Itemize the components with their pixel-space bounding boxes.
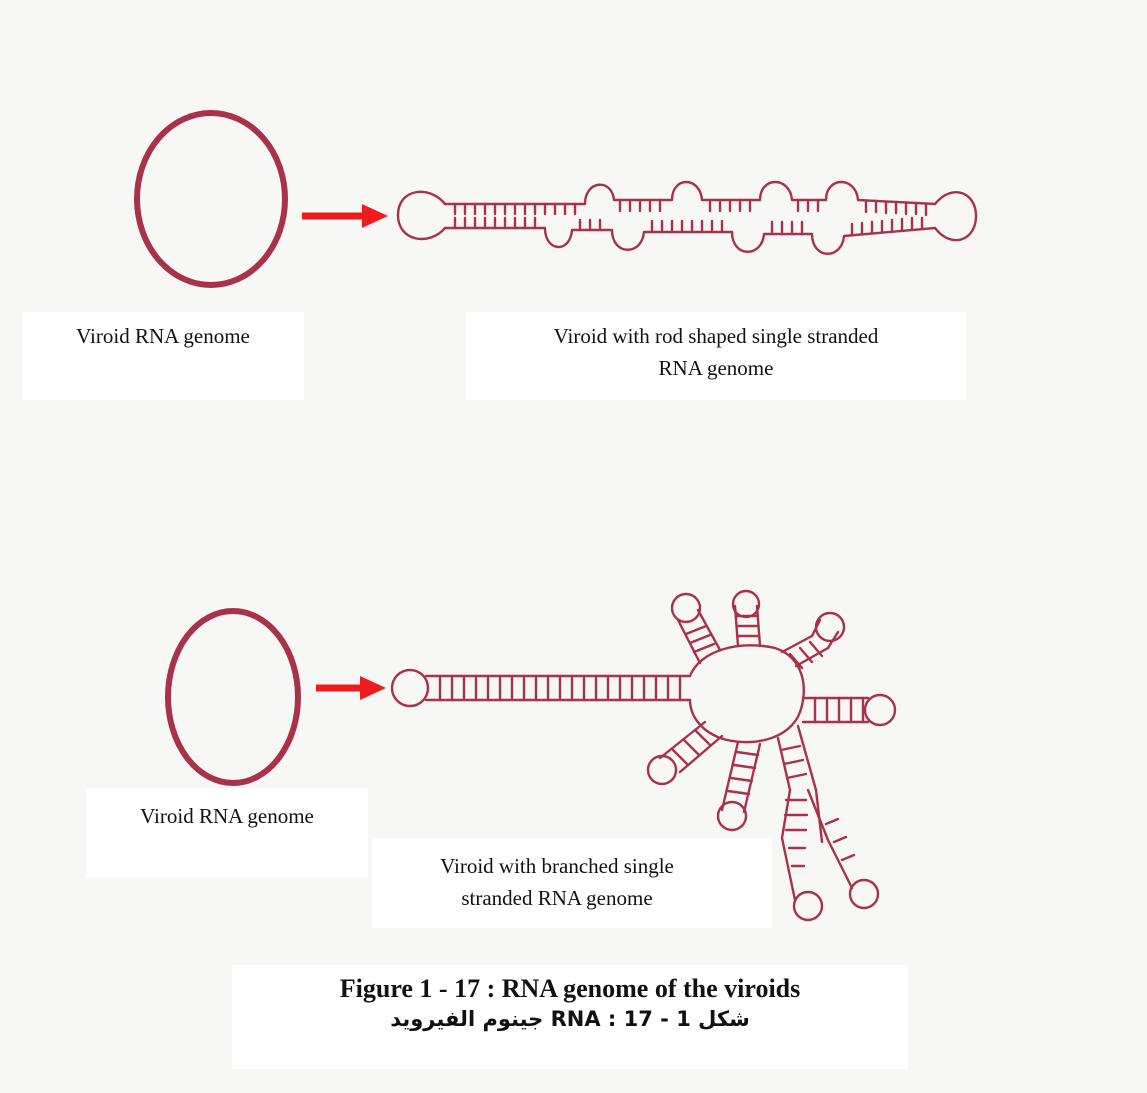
top-rod-label-line1: Viroid with rod shaped single stranded <box>466 322 966 350</box>
circular-rna-genome-bottom <box>168 611 298 783</box>
caption-arabic: شكل 1 - 17 : RNA جينوم الفيرويد <box>232 1005 908 1033</box>
circular-rna-genome-top <box>137 113 285 285</box>
rod-shaped-rna-genome <box>398 182 976 254</box>
figure-caption: Figure 1 - 17 : RNA genome of the viroid… <box>232 965 908 1069</box>
bottom-circle-label: Viroid RNA genome <box>86 802 368 830</box>
top-rod-label-line2: RNA genome <box>466 354 966 382</box>
red-arrow-bottom <box>316 676 386 700</box>
bottom-branched-label-line2: stranded RNA genome <box>372 884 742 912</box>
red-arrow-top <box>302 204 388 228</box>
caption-english: Figure 1 - 17 : RNA genome of the viroid… <box>232 965 908 1005</box>
top-circle-label: Viroid RNA genome <box>22 322 304 350</box>
bottom-branched-label-line1: Viroid with branched single <box>372 852 742 880</box>
